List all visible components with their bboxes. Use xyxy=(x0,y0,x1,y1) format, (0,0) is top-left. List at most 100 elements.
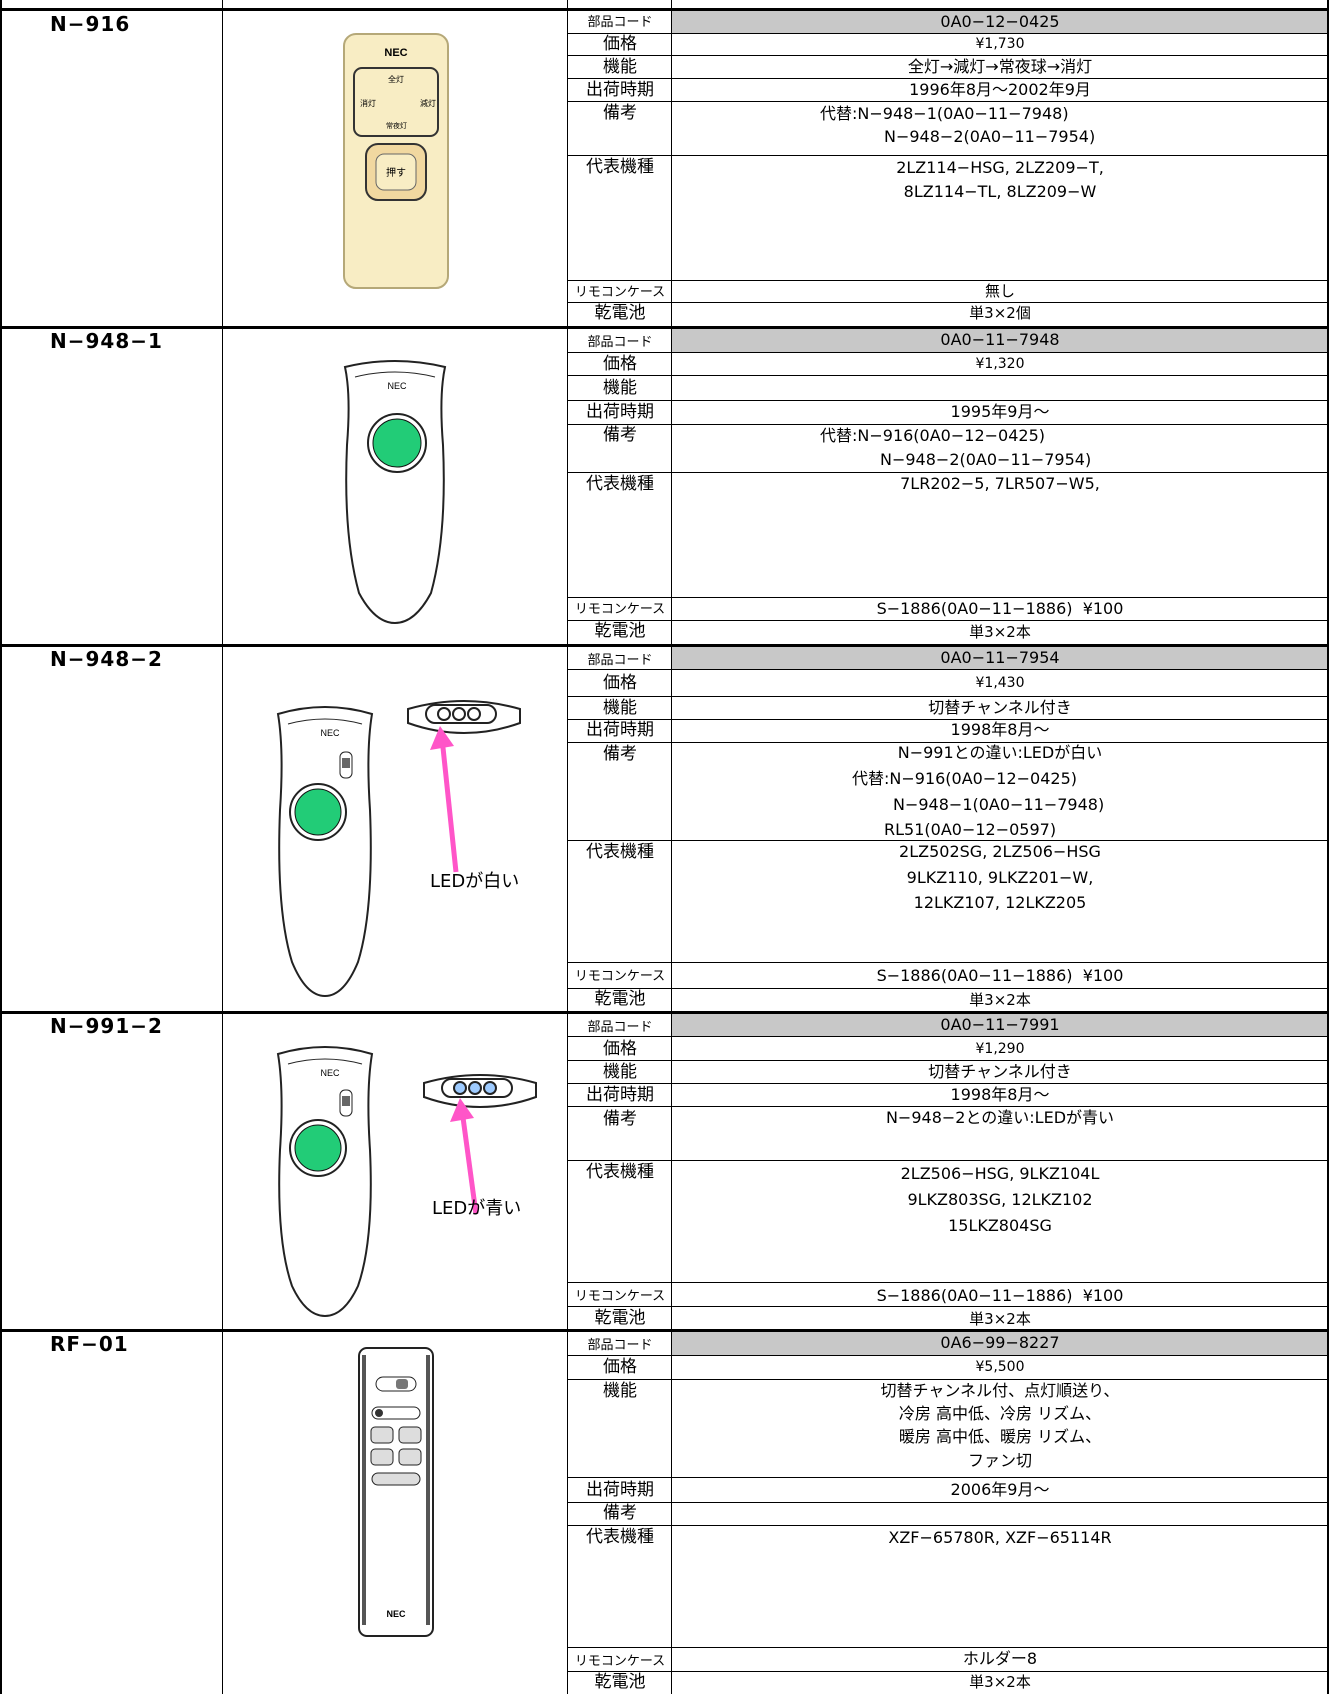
model-name: N−948−1 xyxy=(50,329,163,353)
label-ship-period: 出荷時期 xyxy=(586,402,654,422)
led-annotation: LEDが白い xyxy=(430,871,520,892)
grid-line xyxy=(222,0,223,1694)
arrow-icon xyxy=(450,1098,479,1215)
svg-text:常夜灯: 常夜灯 xyxy=(386,121,407,130)
model-name: N−916 xyxy=(50,12,131,36)
label-part-code: 部品コード xyxy=(587,1020,653,1035)
function-line: ファン切 xyxy=(967,1451,1032,1470)
ship-period: 1998年8月〜 xyxy=(950,1085,1050,1104)
remarks-line: N−948−2(0A0−11−7954) xyxy=(884,127,1096,146)
label-part-code: 部品コード xyxy=(587,335,653,350)
label-case: リモコンケース xyxy=(574,285,666,300)
remarks-line: N−991との違い:LEDが白い xyxy=(897,743,1103,762)
model-name: N−948−2 xyxy=(50,647,163,671)
brand-logo: NEC xyxy=(387,381,407,391)
label-price: 価格 xyxy=(603,1357,637,1377)
label-models: 代表機種 xyxy=(586,1162,654,1182)
label-remarks: 備考 xyxy=(603,744,637,764)
label-ship-period: 出荷時期 xyxy=(586,1085,654,1105)
battery: 単3×2本 xyxy=(969,1310,1031,1328)
label-models: 代表機種 xyxy=(586,474,654,494)
grid-line xyxy=(0,8,1329,11)
led-icon xyxy=(483,1081,497,1095)
code-row-bg xyxy=(672,647,1327,669)
price: ¥1,730 xyxy=(975,36,1025,52)
label-case: リモコンケース xyxy=(574,1289,666,1304)
label-part-code: 部品コード xyxy=(587,1338,653,1353)
label-function: 機能 xyxy=(603,378,637,398)
model-name: RF−01 xyxy=(50,1332,129,1356)
label-battery: 乾電池 xyxy=(594,1672,646,1692)
remarks-line: N−948−2(0A0−11−7954) xyxy=(880,450,1092,469)
label-price: 価格 xyxy=(603,1039,637,1059)
ship-period: 1996年8月〜2002年9月 xyxy=(909,80,1091,99)
models-line: 2LZ502SG, 2LZ506−HSG xyxy=(899,842,1101,861)
function-line: 暖房 高中低、暖房 リズム、 xyxy=(898,1427,1102,1446)
case: ホルダー8 xyxy=(962,1649,1038,1668)
remarks-line: N−948−2との違い:LEDが青い xyxy=(885,1108,1115,1127)
led-icon xyxy=(452,707,466,721)
led-icon xyxy=(453,1081,467,1095)
case: S−1886(0A0−11−1886) ¥100 xyxy=(876,1286,1124,1305)
label-models: 代表機種 xyxy=(586,842,654,862)
brand-logo: NEC xyxy=(384,47,407,59)
label-models: 代表機種 xyxy=(586,157,654,177)
label-battery: 乾電池 xyxy=(594,1308,646,1328)
label-function: 機能 xyxy=(603,1381,637,1401)
label-remarks: 備考 xyxy=(603,103,637,123)
battery: 単3×2本 xyxy=(969,1673,1031,1691)
remarks-line: RL51(0A0−12−0597) xyxy=(884,820,1057,839)
label-models: 代表機種 xyxy=(586,1527,654,1547)
price: ¥1,320 xyxy=(975,356,1025,372)
models-line: XZF−65780R, XZF−65114R xyxy=(888,1528,1112,1547)
label-case: リモコンケース xyxy=(574,602,666,617)
part-code: 0A0−11−7991 xyxy=(940,1015,1060,1034)
remote-image-n948-1: NEC xyxy=(343,360,447,625)
battery: 単3×2個 xyxy=(969,304,1031,322)
remote-image-n948-2: NEC xyxy=(276,706,374,998)
label-part-code: 部品コード xyxy=(587,653,653,668)
part-code: 0A0−12−0425 xyxy=(940,12,1060,31)
svg-text:全灯: 全灯 xyxy=(388,74,404,84)
code-row-bg xyxy=(672,329,1327,352)
label-battery: 乾電池 xyxy=(594,621,646,641)
arrow-icon xyxy=(430,726,459,873)
label-remarks: 備考 xyxy=(603,1503,637,1523)
models-line: 15LKZ804SG xyxy=(948,1216,1052,1235)
models-line: 9LKZ803SG, 12LKZ102 xyxy=(907,1190,1093,1209)
remote-image-n916: NEC 全灯 消灯 減灯 常夜灯 押す xyxy=(343,33,449,289)
label-case: リモコンケース xyxy=(574,1654,666,1669)
svg-text:消灯: 消灯 xyxy=(360,98,376,108)
part-code: 0A6−99−8227 xyxy=(940,1333,1060,1352)
label-battery: 乾電池 xyxy=(594,989,646,1009)
remarks-line: 代替:N−916(0A0−12−0425) xyxy=(852,769,1077,788)
label-price: 価格 xyxy=(603,354,637,374)
push-button-label: 押す xyxy=(386,166,406,179)
function: 全灯→減灯→常夜球→消灯 xyxy=(907,57,1093,76)
label-function: 機能 xyxy=(603,1062,637,1082)
grid-line xyxy=(0,0,2,1694)
label-ship-period: 出荷時期 xyxy=(586,80,654,100)
part-code: 0A0−11−7948 xyxy=(940,330,1060,349)
price: ¥1,430 xyxy=(975,675,1025,691)
battery: 単3×2本 xyxy=(969,991,1031,1009)
label-price: 価格 xyxy=(603,673,637,693)
led-icon xyxy=(468,1081,482,1095)
brand-logo: NEC xyxy=(320,728,340,738)
led-annotation: LEDが青い xyxy=(432,1198,522,1219)
label-function: 機能 xyxy=(603,57,637,77)
models-line: 12LKZ107, 12LKZ205 xyxy=(913,893,1087,912)
led-icon xyxy=(437,707,451,721)
brand-logo: NEC xyxy=(320,1068,340,1078)
remarks-line: N−948−1(0A0−11−7948) xyxy=(893,795,1105,814)
label-battery: 乾電池 xyxy=(594,303,646,323)
case: S−1886(0A0−11−1886) ¥100 xyxy=(876,966,1124,985)
models-line: 9LKZ110, 9LKZ201−W, xyxy=(906,868,1094,887)
led-icon xyxy=(467,707,481,721)
code-row-bg xyxy=(672,1332,1327,1355)
label-remarks: 備考 xyxy=(603,1109,637,1129)
remarks-line: 代替:N−916(0A0−12−0425) xyxy=(820,426,1045,445)
led-detail-image xyxy=(407,700,521,734)
svg-text:減灯: 減灯 xyxy=(420,98,436,108)
function-line: 冷房 高中低、冷房 リズム、 xyxy=(898,1404,1102,1423)
